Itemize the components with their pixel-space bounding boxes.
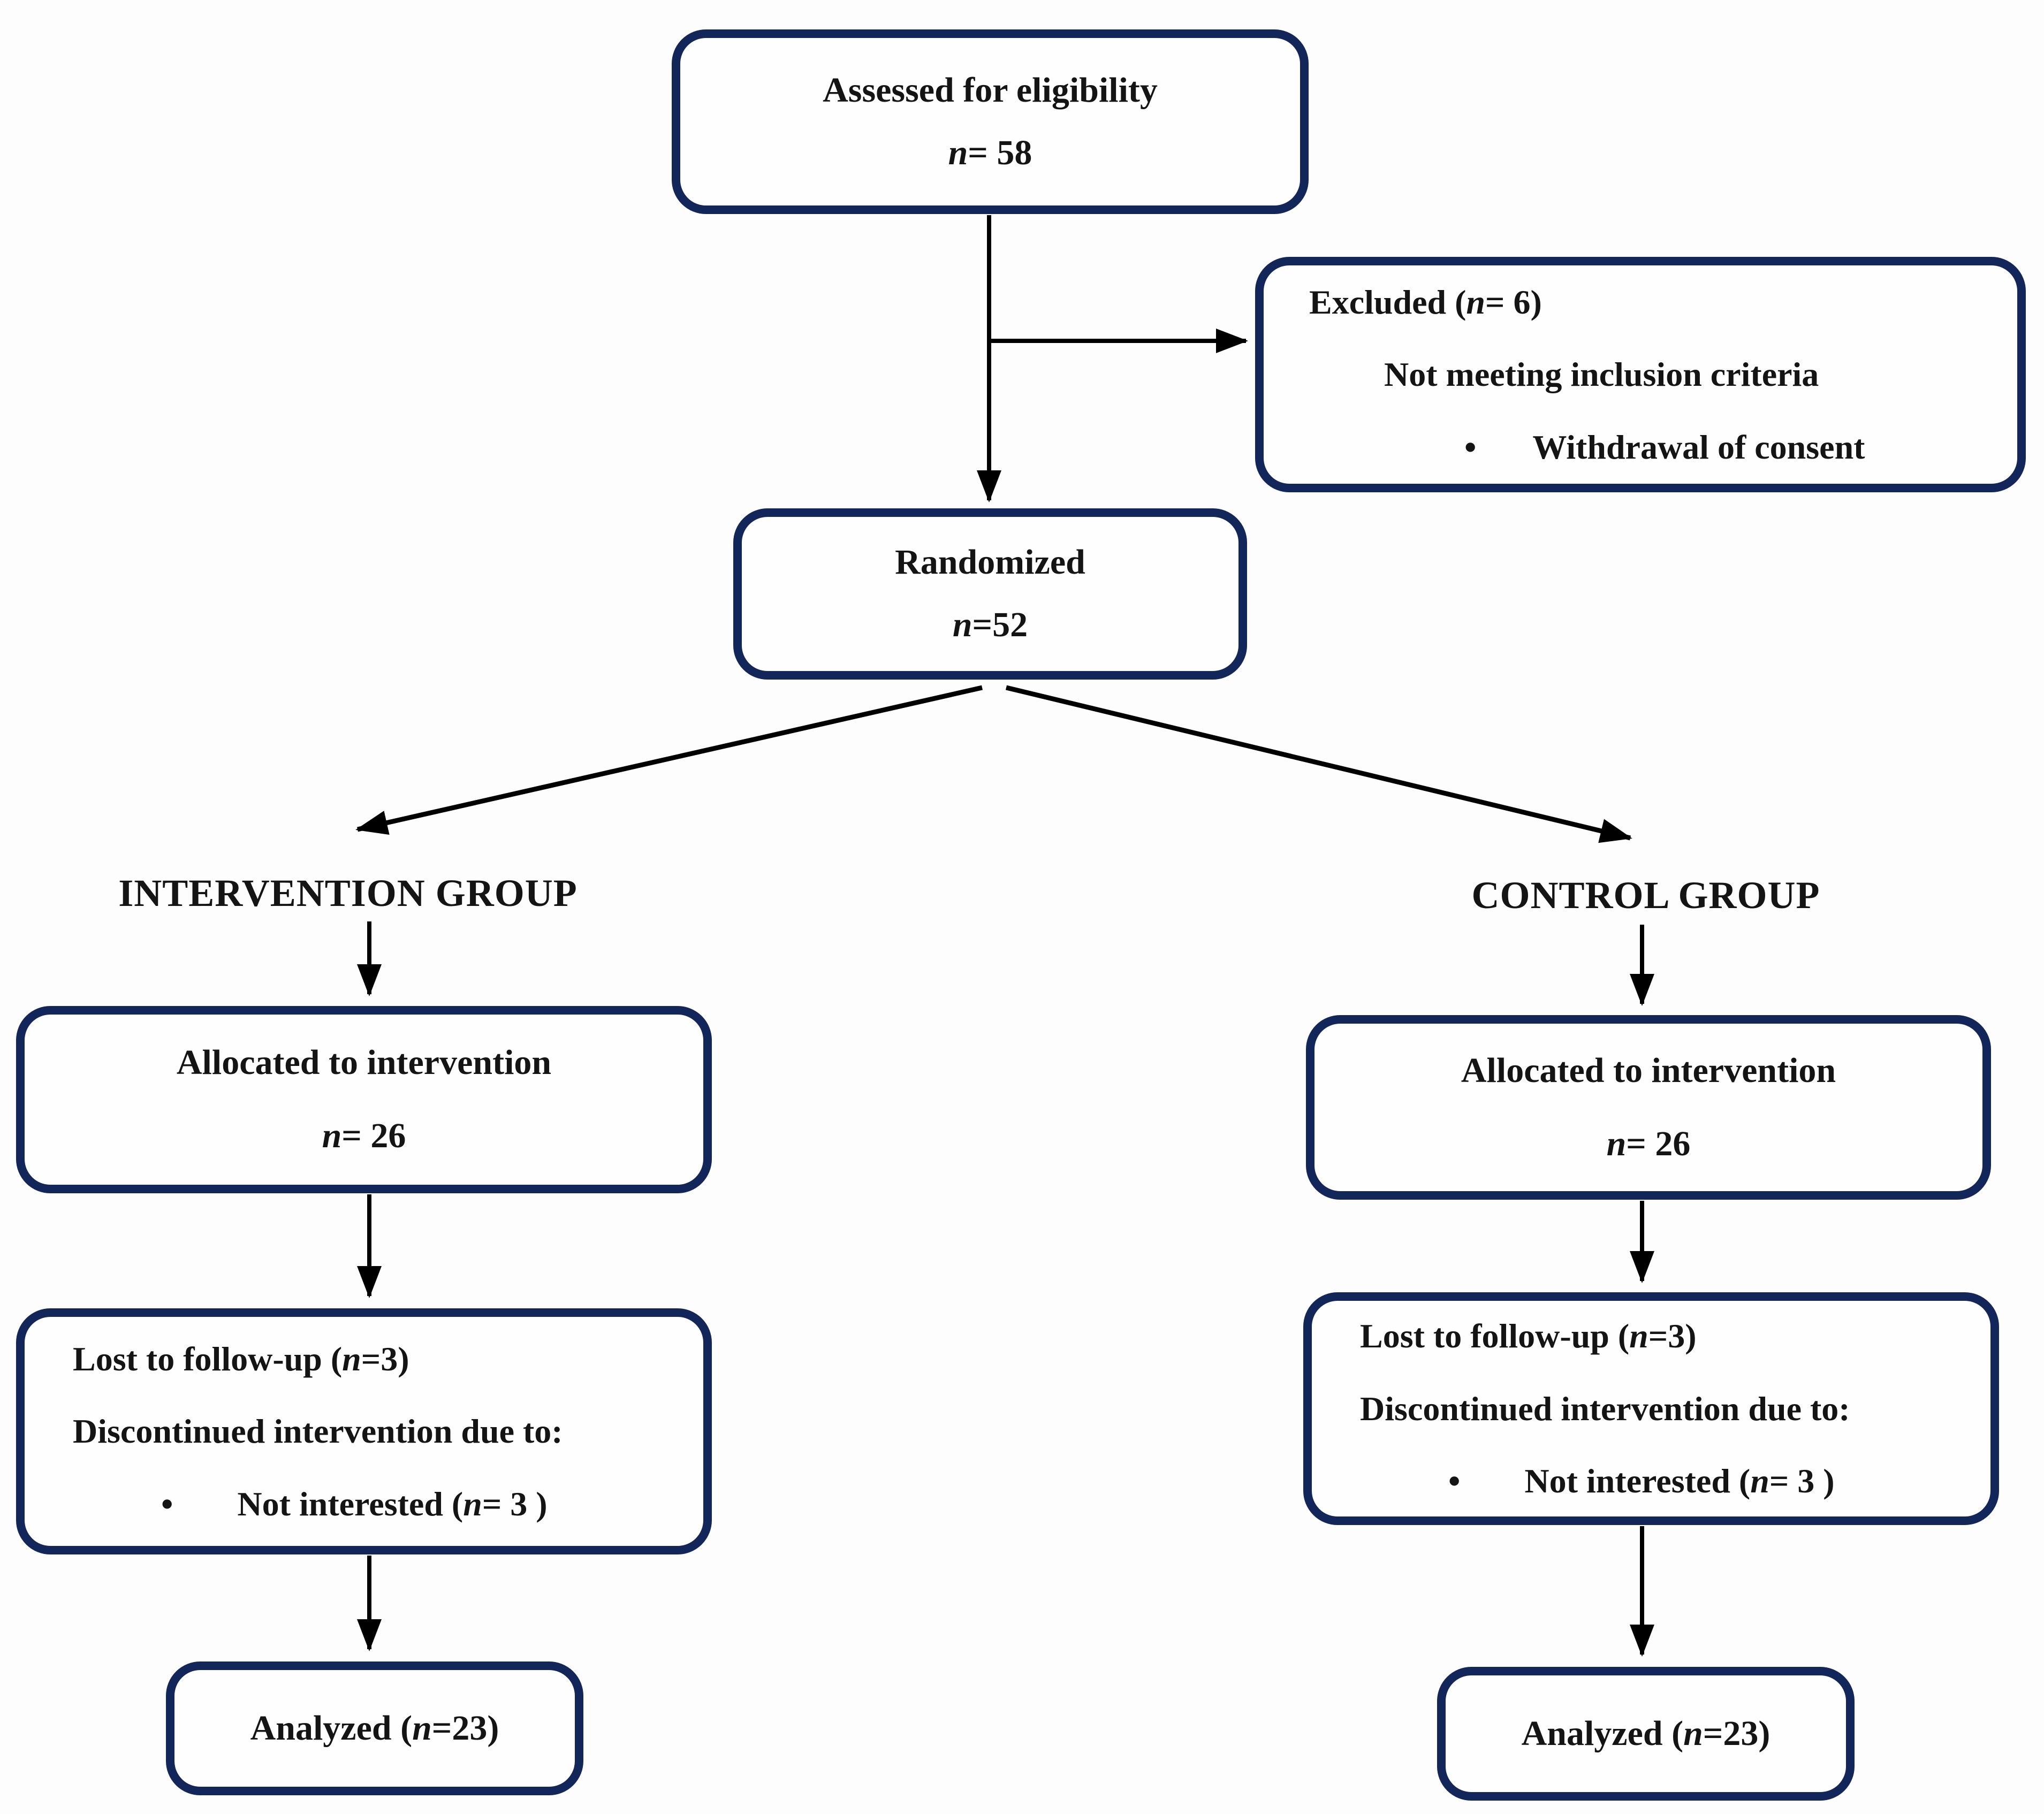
lost-right-line1: Lost to follow-up (n=3) — [1360, 1300, 1974, 1373]
lost-right-line3-text: Not interested (n= 3 ) — [1524, 1445, 1834, 1518]
excluded-reason-2-text: Withdrawal of consent — [1532, 428, 1865, 466]
analyzed-right-n-value: =23) — [1703, 1713, 1771, 1753]
excluded-reason-1: Not meeting inclusion criteria — [1384, 355, 1819, 394]
lost-left-n-symbol: n — [342, 1339, 361, 1378]
excluded-title-pre: Excluded ( — [1309, 283, 1466, 321]
lost-left-line3-text: Not interested (n= 3 ) — [237, 1468, 547, 1541]
lost-right-line2: Discontinued intervention due to: — [1360, 1389, 1850, 1428]
lost-left-line3-n-value: = 3 ) — [482, 1484, 548, 1523]
lost-right-n-symbol: n — [1629, 1317, 1648, 1355]
randomized-n-value: =52 — [972, 605, 1028, 644]
lost-left-line3: • Not interested (n= 3 ) — [73, 1468, 687, 1541]
analyzed-right-text: Analyzed (n=23) — [1522, 1714, 1771, 1754]
lost-right-line3-n-symbol: n — [1750, 1462, 1769, 1500]
box-lost-followup-control-group: Lost to follow-up (n=3) Discontinued int… — [1303, 1292, 1999, 1525]
lost-left-n-value: =3) — [361, 1339, 409, 1378]
allocated-left-n-value: = 26 — [341, 1116, 406, 1155]
allocated-right-count: n= 26 — [1606, 1124, 1691, 1164]
assessed-count: n= 58 — [948, 133, 1032, 173]
box-excluded: Excluded (n= 6) Not meeting inclusion cr… — [1255, 257, 2026, 492]
bullet-icon: • — [161, 1484, 173, 1523]
analyzed-left-n-symbol: n — [412, 1708, 432, 1748]
assessed-n-symbol: n — [948, 133, 968, 172]
assessed-n-value: = 58 — [968, 133, 1032, 172]
assessed-title: Assessed for eligibility — [823, 70, 1158, 110]
allocated-right-n-value: = 26 — [1626, 1124, 1691, 1163]
allocated-left-n-symbol: n — [322, 1116, 342, 1155]
allocated-right-title: Allocated to intervention — [1461, 1050, 1836, 1090]
box-allocated-intervention-group: Allocated to intervention n= 26 — [16, 1006, 712, 1193]
allocated-right-n-symbol: n — [1606, 1124, 1627, 1163]
box-assessed-for-eligibility: Assessed for eligibility n= 58 — [672, 29, 1309, 214]
excluded-title: Excluded (n= 6) — [1309, 266, 1996, 339]
box-lost-followup-intervention-group: Lost to follow-up (n=3) Discontinued int… — [16, 1308, 712, 1554]
lost-right-line3-pre: Not interested ( — [1524, 1462, 1751, 1500]
analyzed-left-n-value: =23) — [431, 1708, 499, 1748]
lost-right-line1-pre: Lost to follow-up ( — [1360, 1317, 1630, 1355]
analyzed-right-n-symbol: n — [1683, 1713, 1703, 1753]
excluded-reason-2: • Withdrawal of consent — [1309, 411, 1996, 484]
analyzed-left-pre: Analyzed ( — [250, 1708, 413, 1748]
lost-left-line1: Lost to follow-up (n=3) — [73, 1323, 687, 1396]
box-analyzed-control-group: Analyzed (n=23) — [1437, 1667, 1855, 1801]
excluded-n-value: = 6) — [1485, 283, 1542, 321]
lost-left-line3-n-symbol: n — [463, 1484, 482, 1523]
bullet-icon: • — [1448, 1462, 1461, 1500]
excluded-n-symbol: n — [1466, 283, 1485, 321]
allocated-left-count: n= 26 — [322, 1116, 406, 1156]
arrow-randomized-to-control — [1005, 685, 1632, 843]
allocated-left-title: Allocated to intervention — [176, 1043, 552, 1083]
control-group-label: CONTROL GROUP — [1471, 874, 1820, 917]
lost-left-line3-pre: Not interested ( — [237, 1484, 463, 1523]
arrow-randomized-to-intervention — [355, 685, 983, 835]
intervention-group-label: INTERVENTION GROUP — [118, 872, 578, 914]
randomized-n-symbol: n — [952, 605, 972, 644]
lost-left-line1-pre: Lost to follow-up ( — [73, 1339, 343, 1378]
lost-right-line3: • Not interested (n= 3 ) — [1360, 1445, 1974, 1518]
randomized-title: Randomized — [895, 543, 1085, 582]
box-randomized: Randomized n=52 — [733, 508, 1247, 680]
analyzed-right-pre: Analyzed ( — [1521, 1713, 1684, 1753]
lost-left-line2: Discontinued intervention due to: — [73, 1412, 563, 1451]
box-analyzed-intervention-group: Analyzed (n=23) — [166, 1661, 583, 1795]
lost-right-line3-n-value: = 3 ) — [1769, 1462, 1835, 1500]
analyzed-left-text: Analyzed (n=23) — [250, 1709, 499, 1748]
box-allocated-control-group: Allocated to intervention n= 26 — [1306, 1015, 1991, 1200]
lost-right-n-value: =3) — [1648, 1317, 1697, 1355]
randomized-count: n=52 — [952, 605, 1028, 645]
bullet-icon: • — [1464, 428, 1477, 466]
